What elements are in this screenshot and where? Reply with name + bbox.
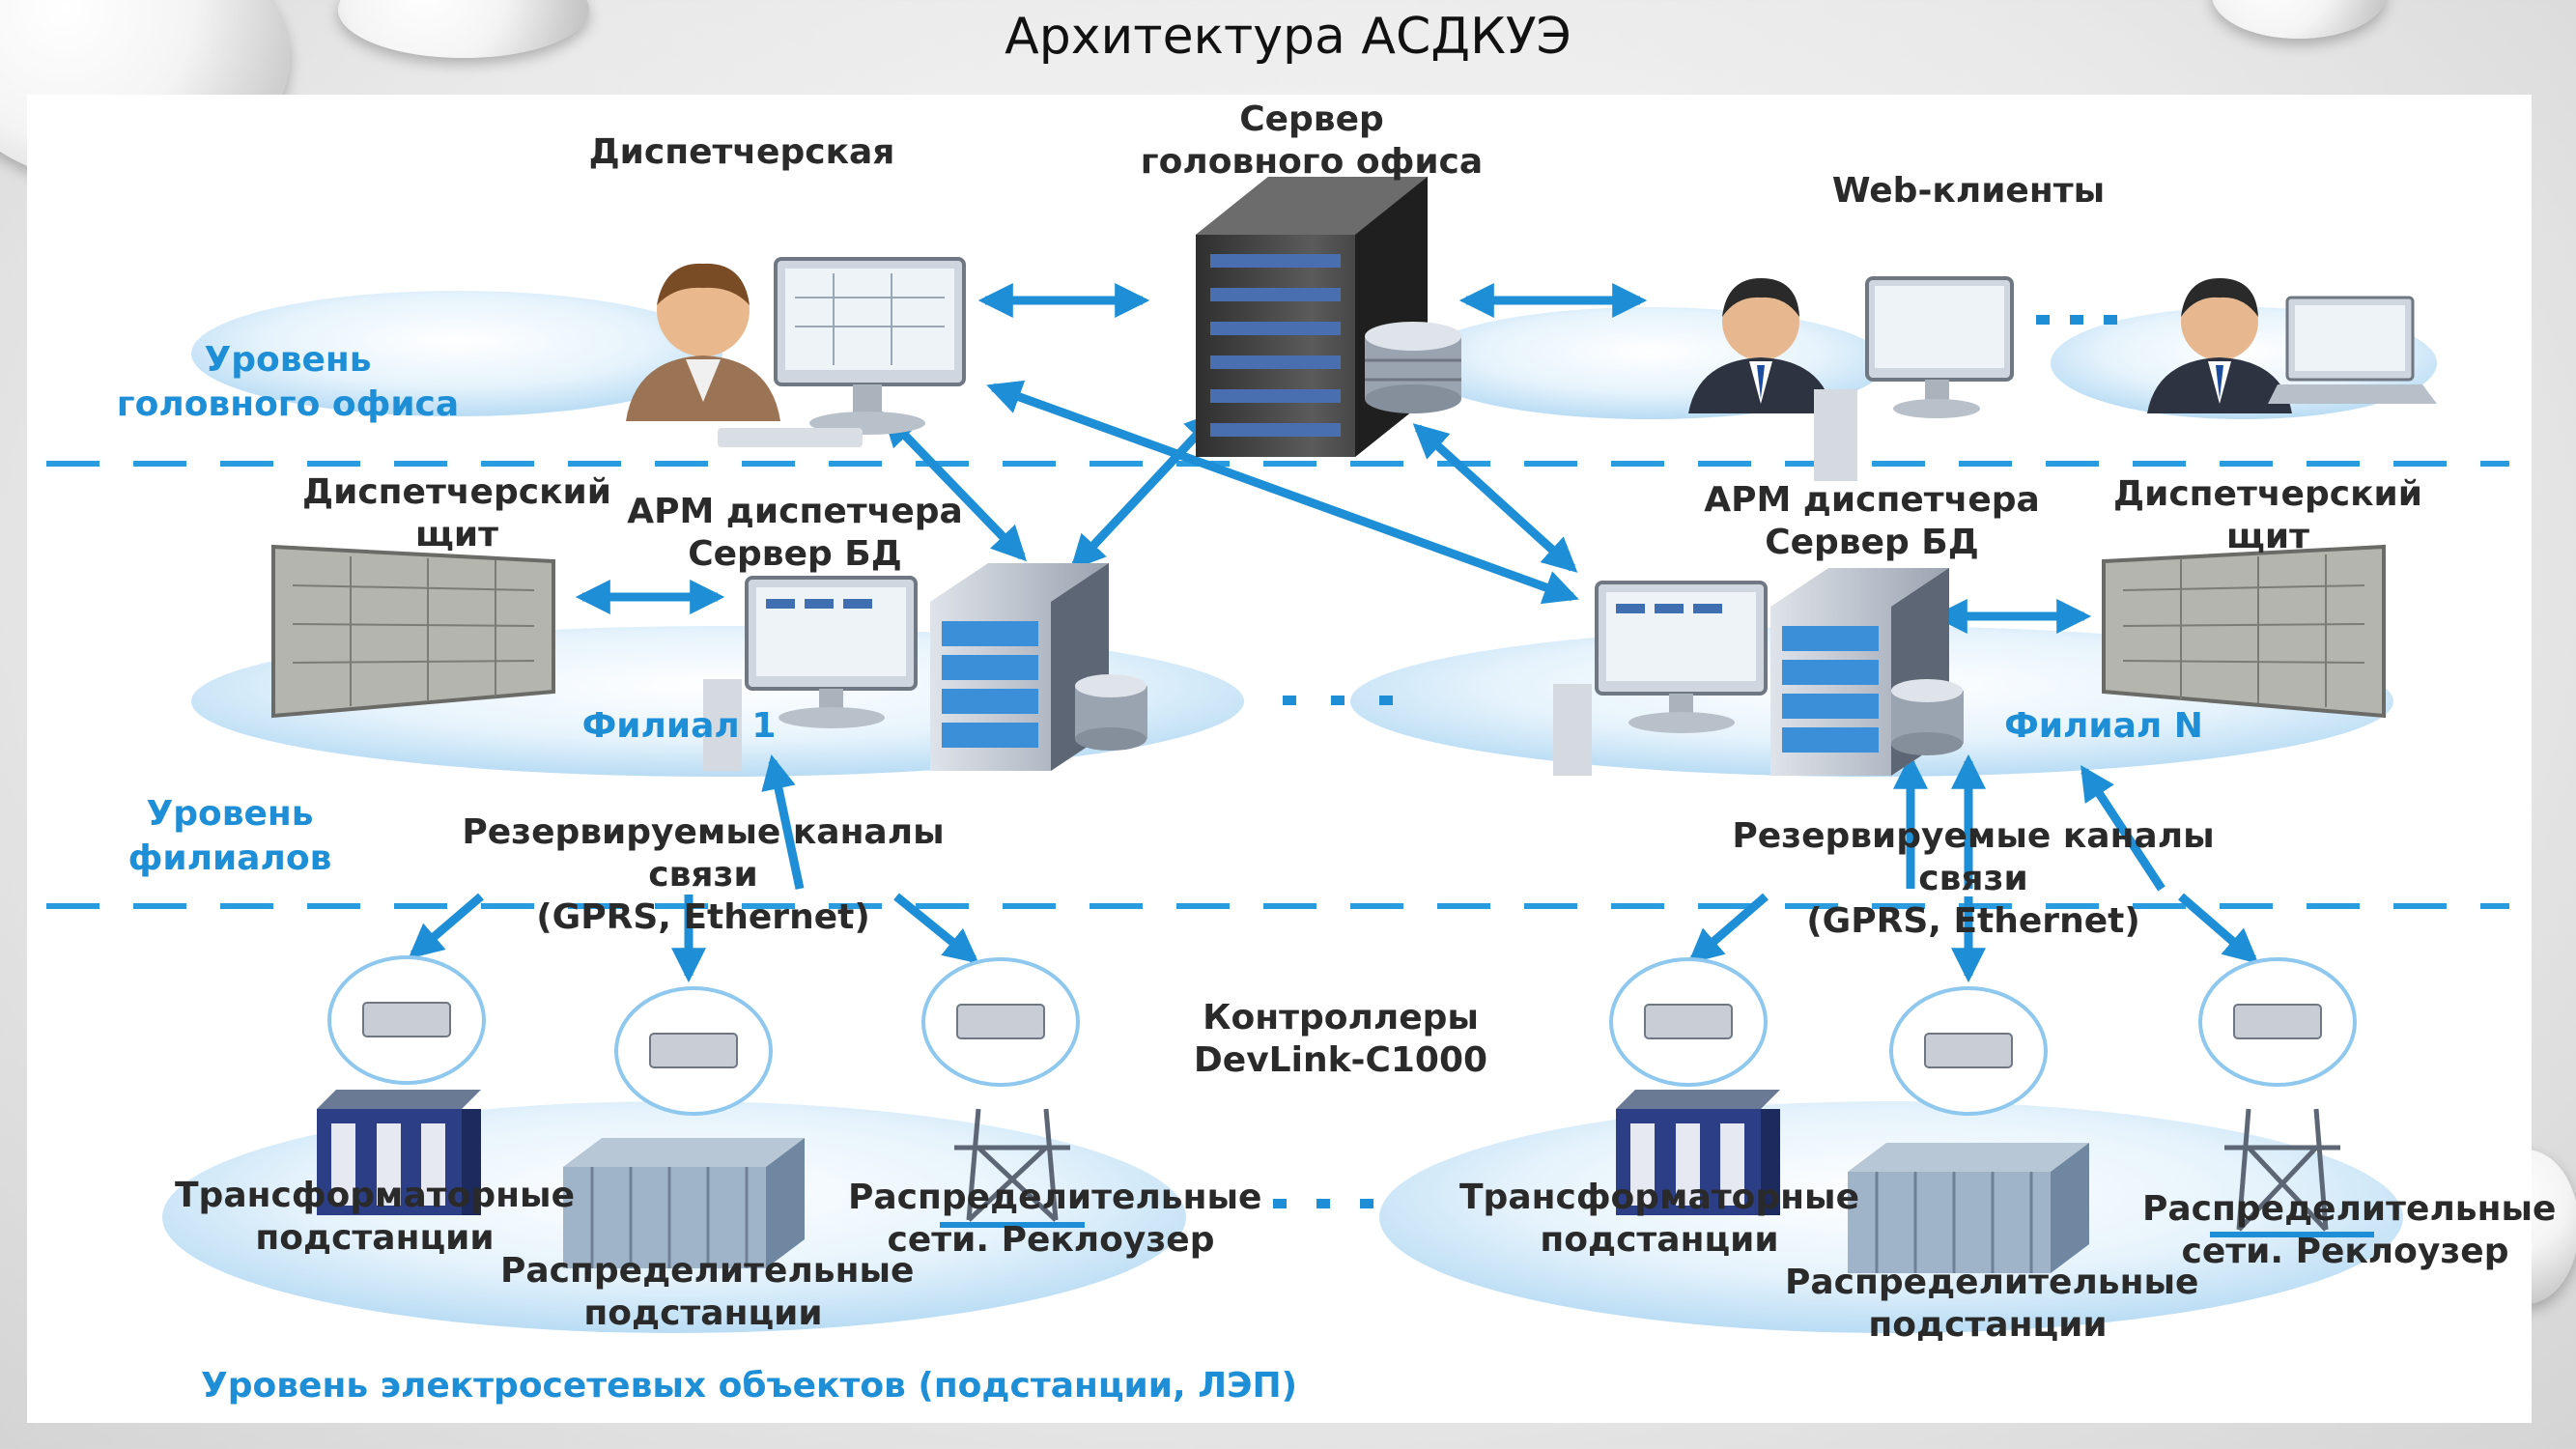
label-controllers: Контроллеры DevLink-C1000 xyxy=(1193,998,1488,1080)
label-transformer-right: Трансформаторные подстанции xyxy=(1459,1178,1859,1260)
arrow-channel-left-1 xyxy=(408,893,484,959)
uplink-arrows xyxy=(761,753,2166,892)
diagram-graphics xyxy=(46,177,2509,1333)
label-dispatch: Диспетчерская xyxy=(588,132,895,172)
label-arm-right: АРМ диспетчера Сервер БД xyxy=(1704,480,2040,562)
ellipsis-dots-icon xyxy=(1273,1199,1373,1208)
label-arm-left: АРМ диспетчера Сервер БД xyxy=(627,492,963,574)
distribution-substation-icon xyxy=(1848,1143,2089,1273)
level-branches: Уровень филиалов xyxy=(127,794,332,878)
level-head-office: Уровень головного офиса xyxy=(116,340,460,424)
controller-devices xyxy=(362,1002,2322,1068)
label-networks-right: Распределительные сети. Реклоузер xyxy=(2142,1189,2557,1271)
channel-arrows xyxy=(408,893,2259,983)
label-panel-right: Диспетчерский щит xyxy=(2113,474,2422,556)
label-distribution-right: Распределительные подстанции xyxy=(1785,1263,2199,1345)
recloser-pole-icon xyxy=(2210,1108,2374,1237)
ellipsis-dots-icon xyxy=(2036,315,2117,325)
architecture-diagram: Диспетчерская Сервер головного офиса Web… xyxy=(27,95,2556,1423)
arrow-channel-left-3 xyxy=(893,893,979,964)
web-client-person-icon xyxy=(2147,278,2292,413)
label-networks-left: Распределительные сети. Реклоузер xyxy=(848,1178,1262,1260)
label-web-clients: Web-клиенты xyxy=(1831,171,2106,211)
transformer-substation-icon xyxy=(1616,1090,1780,1215)
dispatcher-person-icon xyxy=(626,263,780,421)
platform-dispatch xyxy=(191,291,722,416)
database-icon xyxy=(1075,674,1147,751)
distribution-substation-icon xyxy=(563,1138,805,1268)
laptop-icon xyxy=(2268,296,2437,404)
label-channels-left: Резервируемые каналы связи (GPRS, Ethern… xyxy=(462,812,945,937)
web-client-person-icon xyxy=(1688,278,1833,413)
label-transformer-left: Трансформаторные подстанции xyxy=(175,1176,575,1258)
ellipsis-dots-icon xyxy=(1283,696,1393,705)
arrow-uplink-right-3 xyxy=(2081,764,2166,892)
server-rack-icon xyxy=(1196,177,1428,457)
label-branch-n: Филиал N xyxy=(2004,706,2203,746)
database-icon xyxy=(1365,322,1461,413)
label-panel-left: Диспетчерский щит xyxy=(302,472,611,554)
slide-title: Архитектура АСДКУЭ xyxy=(1005,8,1571,66)
label-head-server: Сервер головного офиса xyxy=(1140,99,1484,182)
arrow-server-branchn xyxy=(1412,423,1578,573)
control-panel-icon xyxy=(2102,544,2386,719)
level-objects: Уровень электросетевых объектов (подстан… xyxy=(201,1366,1298,1406)
label-distribution-left: Распределительные подстанции xyxy=(500,1251,915,1333)
monitor-icon xyxy=(1553,581,1768,776)
monitor-icon xyxy=(718,257,966,447)
arrow-uplink-left-1 xyxy=(761,753,805,890)
arrow-channel-right-1 xyxy=(1687,893,1769,964)
arrow-channel-right-3 xyxy=(2178,893,2259,964)
database-icon xyxy=(1891,679,1964,755)
connection-arrows xyxy=(575,283,2092,634)
label-channels-right: Резервируемые каналы связи (GPRS, Ethern… xyxy=(1732,816,2215,941)
label-branch-1: Филиал 1 xyxy=(581,706,777,746)
monitor-icon xyxy=(1814,276,2014,481)
recloser-pole-icon xyxy=(940,1108,1085,1228)
control-panel-icon xyxy=(271,544,555,719)
transformer-substation-icon xyxy=(317,1090,481,1215)
monitor-icon xyxy=(703,576,918,771)
